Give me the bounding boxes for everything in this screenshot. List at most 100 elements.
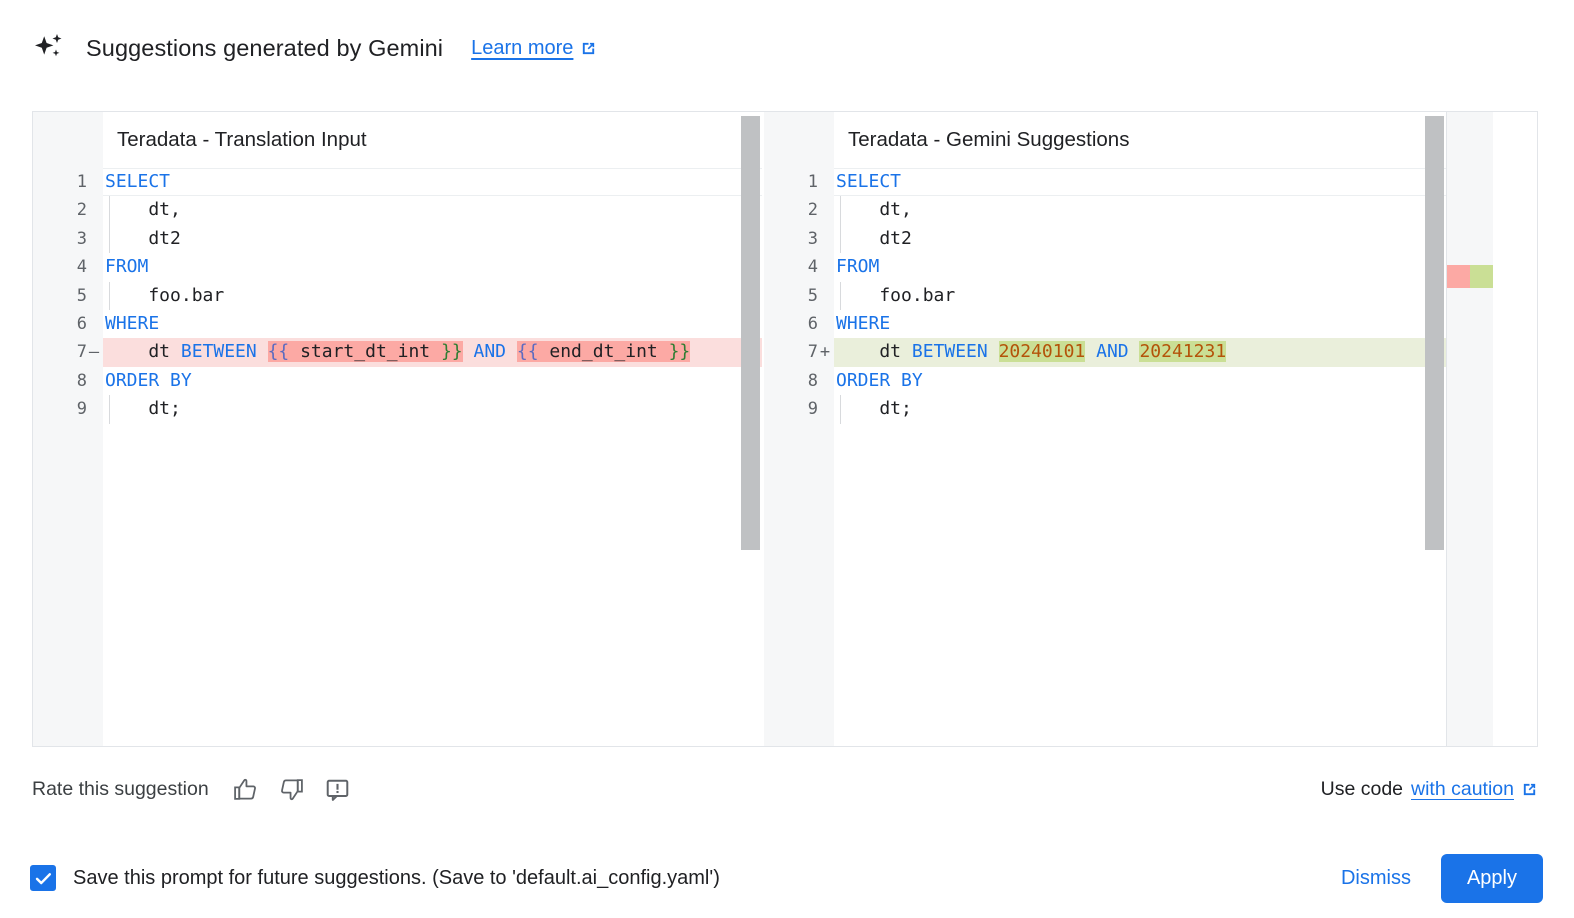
diff-pane-right: 1 2 3 4 5 6 7+8 9 Teradata - Gemini Sugg…	[764, 112, 1493, 746]
code-line: ORDER BY	[834, 367, 1493, 395]
diff-sign	[87, 225, 101, 253]
code-token: {{	[267, 341, 290, 363]
line-number: 7—	[33, 338, 103, 366]
diff-sign	[87, 168, 101, 196]
code-token: AND	[473, 341, 507, 363]
code-column-left[interactable]: Teradata - Translation Input SELECT dt, …	[103, 112, 762, 746]
use-code-prefix: Use code	[1320, 777, 1404, 800]
line-number: 3	[764, 225, 834, 253]
footer-actions: Dismiss Apply	[1325, 853, 1543, 903]
rating-row: Rate this suggestion	[32, 766, 1538, 812]
overview-marker-added	[1470, 265, 1493, 288]
code-token: ORDER BY	[836, 369, 923, 391]
code-line: FROM	[834, 253, 1493, 281]
code-token: BETWEEN	[911, 341, 988, 363]
save-prompt-checkbox-row: Save this prompt for future suggestions.…	[30, 865, 720, 891]
diff-sign	[87, 367, 101, 395]
code-line: dt;	[834, 395, 1493, 424]
code-column-right[interactable]: Teradata - Gemini Suggestions SELECT dt,…	[834, 112, 1493, 746]
code-line: dt2	[834, 224, 1493, 254]
code-line: foo.bar	[103, 281, 762, 311]
line-number: 9	[33, 395, 103, 423]
code-token: dt	[105, 341, 181, 363]
diff-sign	[87, 282, 101, 310]
diff-sign	[818, 196, 832, 224]
code-token	[1085, 341, 1096, 362]
code-token	[257, 341, 268, 362]
with-caution-link[interactable]: with caution	[1411, 778, 1538, 801]
code-line: dt2	[103, 224, 762, 254]
footer-bar: Save this prompt for future suggestions.…	[0, 838, 1574, 918]
code-line: ORDER BY	[103, 367, 762, 395]
code-token	[506, 341, 517, 362]
with-caution-label: with caution	[1411, 777, 1514, 800]
line-number: 9	[764, 395, 834, 423]
line-number-gutter-right: 1 2 3 4 5 6 7+8 9	[764, 112, 834, 746]
line-number: 6	[764, 310, 834, 338]
line-number: 2	[33, 196, 103, 224]
code-token: dt	[836, 341, 912, 363]
code-token: }}	[668, 341, 691, 363]
code-line: WHERE	[834, 310, 1493, 338]
code-token	[1129, 341, 1140, 362]
code-token: foo.bar	[105, 284, 225, 306]
thumb-up-button[interactable]	[231, 774, 261, 804]
code-token: 20241231	[1139, 341, 1227, 363]
line-number: 5	[33, 282, 103, 310]
code-token: SELECT	[836, 171, 902, 192]
line-number: 1	[33, 168, 103, 196]
code-line: dt,	[103, 196, 762, 226]
code-line: FROM	[103, 253, 762, 281]
thumb-down-button[interactable]	[277, 774, 307, 804]
line-number: 8	[764, 367, 834, 395]
diff-sign	[818, 225, 832, 253]
code-token: dt2	[105, 227, 181, 249]
learn-more-label: Learn more	[471, 36, 574, 59]
code-token: {{	[516, 341, 539, 363]
save-prompt-label: Save this prompt for future suggestions.…	[73, 866, 720, 889]
line-number: 5	[764, 282, 834, 310]
line-number: 7+	[764, 338, 834, 366]
code-token	[463, 341, 474, 362]
learn-more-link[interactable]: Learn more	[471, 37, 597, 60]
overview-marker-removed	[1447, 265, 1470, 288]
code-token: ORDER BY	[105, 369, 192, 391]
diff-sign: —	[88, 342, 100, 363]
save-prompt-checkbox[interactable]	[30, 865, 56, 891]
code-token: start_dt_int	[289, 341, 441, 363]
thumb-down-icon	[279, 777, 304, 802]
panel-header: Suggestions generated by Gemini Learn mo…	[32, 26, 597, 70]
line-number: 8	[33, 367, 103, 395]
pane-title-left: Teradata - Translation Input	[117, 128, 367, 151]
apply-button[interactable]: Apply	[1440, 853, 1543, 903]
line-number-gutter-left: 1 2 3 4 5 6 7—8 9	[33, 112, 103, 746]
diff-overview-ruler[interactable]	[1446, 112, 1493, 746]
code-token: }}	[440, 341, 463, 363]
diff-pane-left: 1 2 3 4 5 6 7—8 9 Teradata - Translation…	[33, 112, 762, 746]
code-token: AND	[1096, 341, 1129, 363]
external-link-icon	[1521, 781, 1538, 798]
diff-sign	[818, 282, 832, 310]
pane-divider	[762, 112, 764, 746]
external-link-icon	[580, 40, 597, 57]
code-token: foo.bar	[836, 284, 956, 306]
gemini-sparkle-icon	[32, 31, 66, 65]
line-number: 4	[33, 253, 103, 281]
diff-sign	[818, 367, 832, 395]
vertical-scrollbar-left[interactable]	[741, 116, 760, 550]
code-line: dt BETWEEN 20240101 AND 20241231	[834, 338, 1493, 367]
rate-label: Rate this suggestion	[32, 777, 209, 800]
code-token: WHERE	[105, 312, 160, 334]
code-token: dt,	[836, 199, 912, 221]
code-token: dt,	[105, 199, 181, 221]
vertical-scrollbar-right[interactable]	[1425, 116, 1444, 550]
code-token: SELECT	[105, 171, 171, 192]
diff-sign	[87, 310, 101, 338]
code-token: FROM	[836, 256, 880, 278]
report-issue-button[interactable]	[323, 774, 353, 804]
code-line: dt,	[834, 196, 1493, 226]
diff-sign	[818, 168, 832, 196]
dismiss-button[interactable]: Dismiss	[1325, 857, 1427, 900]
